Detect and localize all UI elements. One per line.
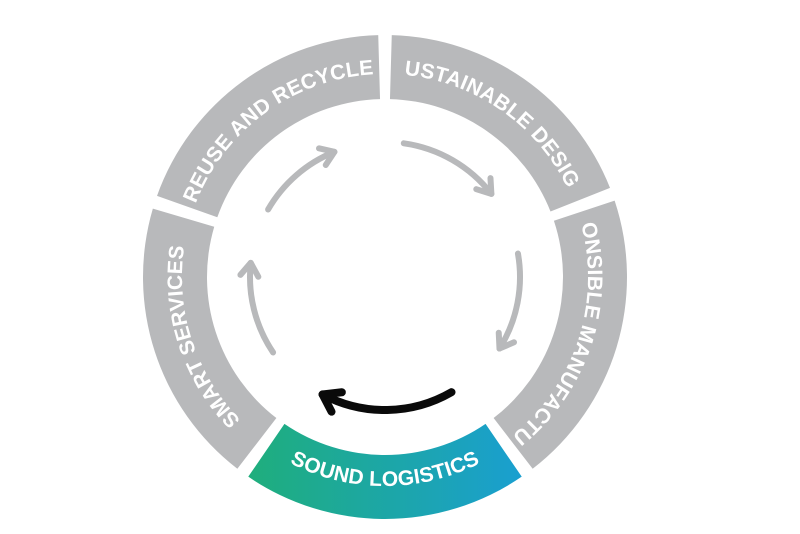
- cycle-arrow-manufacturing-to-logistics: [495, 250, 523, 352]
- cycle-arrow-design-to-manufacturing: [400, 140, 495, 197]
- segment-responsible-manufacturing[interactable]: [493, 200, 628, 469]
- cycle-arrow-logistics-to-services-active: [318, 388, 456, 416]
- segment-reuse-and-recycle[interactable]: [157, 35, 381, 218]
- cycle-arrow-services-to-recycle: [237, 259, 277, 356]
- cycle-arrow-recycle-to-design: [265, 145, 338, 213]
- segment-sustainable-design[interactable]: [389, 35, 611, 212]
- segment-smart-services[interactable]: [143, 208, 277, 469]
- segment-sound-logistics[interactable]: [248, 423, 522, 520]
